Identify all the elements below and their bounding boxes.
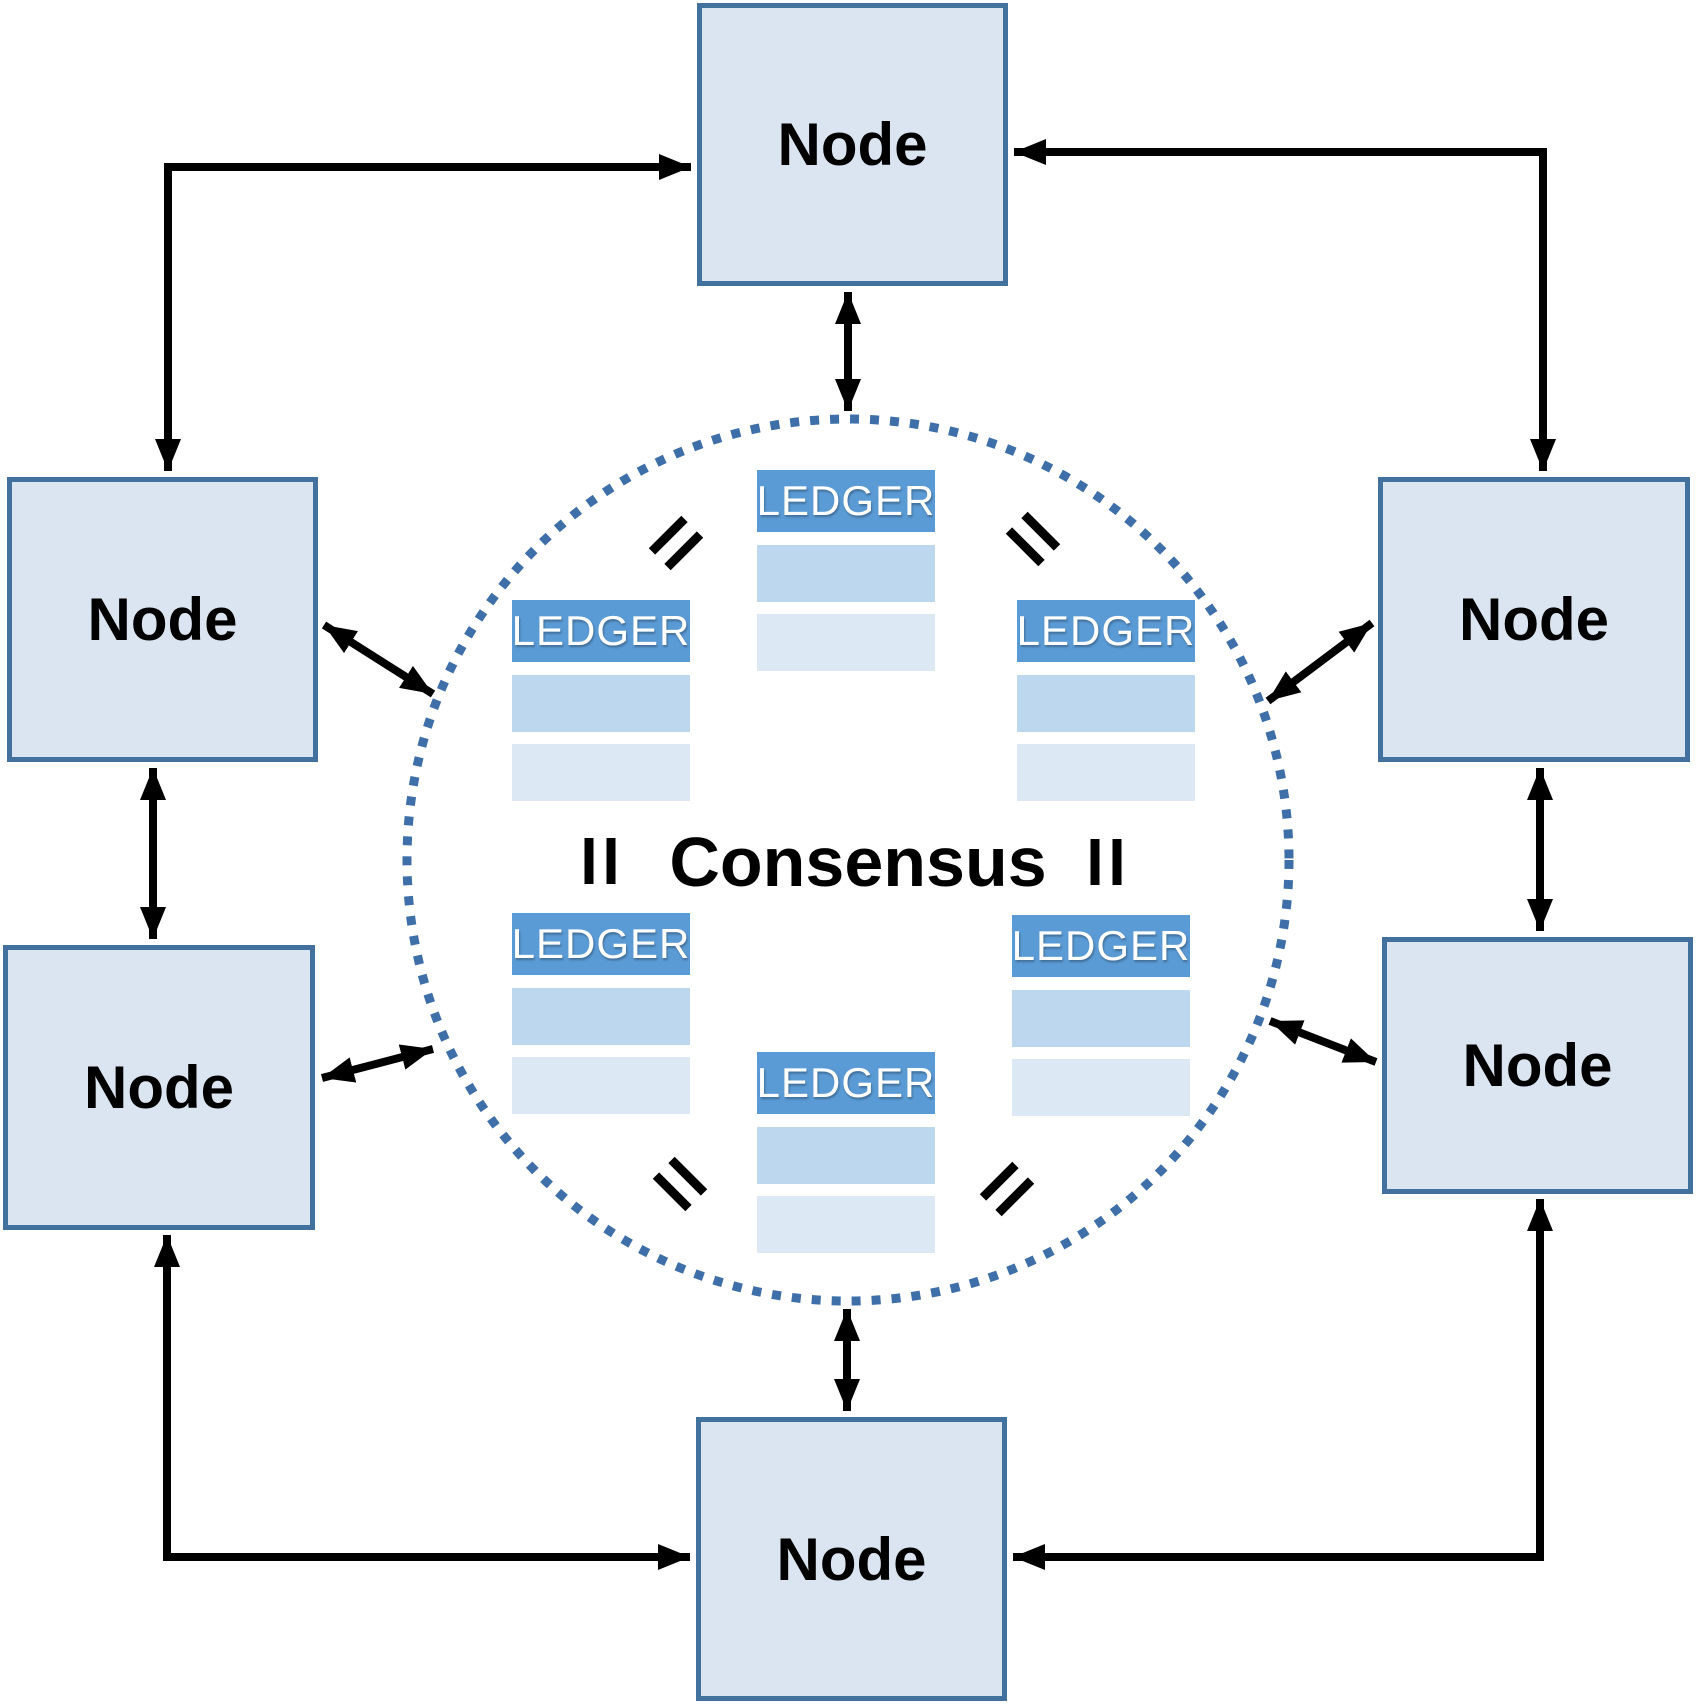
node-box-right-lower: Node xyxy=(1382,937,1693,1194)
ledger-row xyxy=(757,1196,935,1253)
equals-icon xyxy=(1005,511,1061,567)
equals-icon xyxy=(584,838,616,884)
ledger-block-top-center: LEDGER xyxy=(757,470,935,671)
ledger-header: LEDGER xyxy=(1012,915,1190,977)
node-box-left-upper: Node xyxy=(7,477,318,762)
consensus-title: Consensus xyxy=(669,823,1047,901)
node-label: Node xyxy=(87,586,238,653)
ledger-row xyxy=(512,988,690,1045)
ledger-block-left-lower: LEDGER xyxy=(512,913,690,1114)
equals-icon xyxy=(652,1156,708,1212)
ledger-header: LEDGER xyxy=(512,600,690,662)
node-box-top: Node xyxy=(697,3,1008,286)
arrow-left-lower-node-circle xyxy=(320,1044,435,1083)
node-box-bottom: Node xyxy=(696,1417,1007,1701)
arrow-right-upper-node-circle xyxy=(1265,619,1375,705)
ledger-header: LEDGER xyxy=(757,470,935,532)
arrow-left-upper-node-circle xyxy=(321,621,436,698)
node-label: Node xyxy=(776,1525,927,1593)
equals-icon xyxy=(648,515,704,571)
ledger-row xyxy=(757,1127,935,1184)
consensus-circle xyxy=(402,414,1294,1306)
ledger-header: LEDGER xyxy=(757,1052,935,1114)
ledger-row xyxy=(757,614,935,671)
ledger-header: LEDGER xyxy=(1017,600,1195,662)
ledger-block-right-upper: LEDGER xyxy=(1017,600,1195,801)
node-box-right-upper: Node xyxy=(1378,477,1690,762)
node-label: Node xyxy=(1459,586,1609,653)
ledger-block-left-upper: LEDGER xyxy=(512,600,690,801)
ledger-row xyxy=(512,675,690,732)
ledger-row xyxy=(1017,744,1195,801)
ledger-block-bottom-center: LEDGER xyxy=(757,1052,935,1253)
ledger-block-right-lower: LEDGER xyxy=(1012,915,1190,1116)
arrow-right-lower-node-circle xyxy=(1268,1017,1378,1066)
node-label: Node xyxy=(1462,1032,1613,1099)
node-box-left-lower: Node xyxy=(3,945,315,1230)
equals-icon xyxy=(979,1161,1035,1217)
ledger-row xyxy=(1012,990,1190,1047)
node-label: Node xyxy=(777,111,928,178)
ledger-row xyxy=(1017,675,1195,732)
arrow-left-upper-top xyxy=(155,154,691,471)
ledger-row xyxy=(757,545,935,602)
ledger-row xyxy=(512,744,690,801)
node-label: Node xyxy=(84,1054,234,1121)
ledger-row xyxy=(1012,1059,1190,1116)
ledger-header: LEDGER xyxy=(512,913,690,975)
equals-icon xyxy=(1090,839,1122,885)
arrow-left-lower-bottom xyxy=(154,1235,690,1570)
ledger-row xyxy=(512,1057,690,1114)
arrow-right-upper-top xyxy=(1014,139,1556,471)
arrow-right-lower-bottom xyxy=(1013,1199,1553,1570)
